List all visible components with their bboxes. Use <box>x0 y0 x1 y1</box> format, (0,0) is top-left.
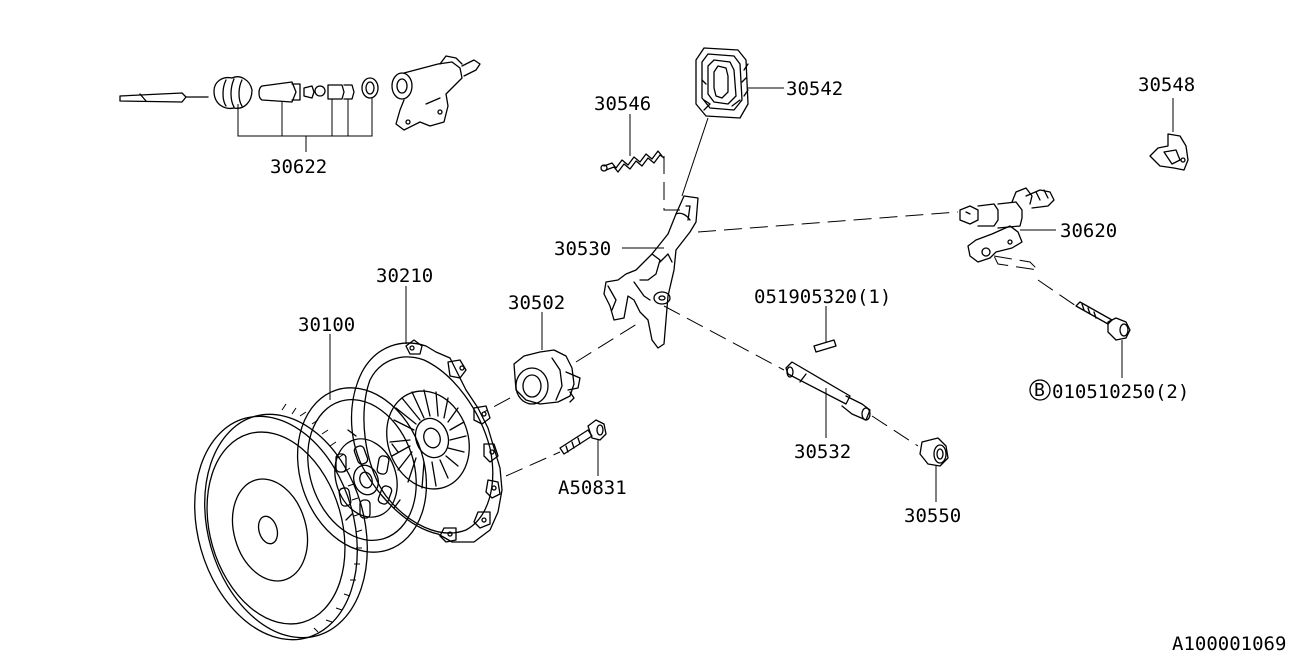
label-30542: 30542 <box>786 78 843 100</box>
link-line-fork-cylinder <box>697 211 959 233</box>
bushing-30550 <box>919 437 949 502</box>
b-circle-icon <box>1029 379 1051 401</box>
bracket-30548 <box>1149 98 1189 171</box>
clutch-cover-30210 <box>350 286 503 543</box>
boot-30542 <box>681 47 784 197</box>
master-cylinder-kit-30622 <box>119 55 481 152</box>
label-30530: 30530 <box>554 238 611 260</box>
label-010510250: 010510250(2) <box>1052 381 1189 403</box>
label-30622: 30622 <box>270 156 327 178</box>
flywheel <box>194 403 368 641</box>
label-30550: 30550 <box>904 505 961 527</box>
label-30502: 30502 <box>508 292 565 314</box>
label-A50831: A50831 <box>558 477 627 499</box>
slave-cylinder-30620 <box>959 187 1056 271</box>
release-fork-30530 <box>603 195 699 349</box>
label-b-prefix: B <box>1034 380 1045 401</box>
label-30548: 30548 <box>1138 74 1195 96</box>
pin-051905320 <box>813 306 837 353</box>
bolt-A50831 <box>505 419 607 477</box>
label-30100: 30100 <box>298 314 355 336</box>
label-30546: 30546 <box>594 93 651 115</box>
clutch-disc-30100 <box>296 334 428 553</box>
spring-30546 <box>600 114 684 211</box>
label-30620: 30620 <box>1060 220 1117 242</box>
shaft-30532 <box>663 305 919 447</box>
label-30532: 30532 <box>794 441 851 463</box>
label-reference-code: A100001069 <box>1172 633 1286 653</box>
label-051905320: 051905320(1) <box>754 286 891 308</box>
release-bearing-30502 <box>483 312 641 413</box>
label-30210: 30210 <box>376 265 433 287</box>
bolt-010510250 <box>1037 279 1131 378</box>
